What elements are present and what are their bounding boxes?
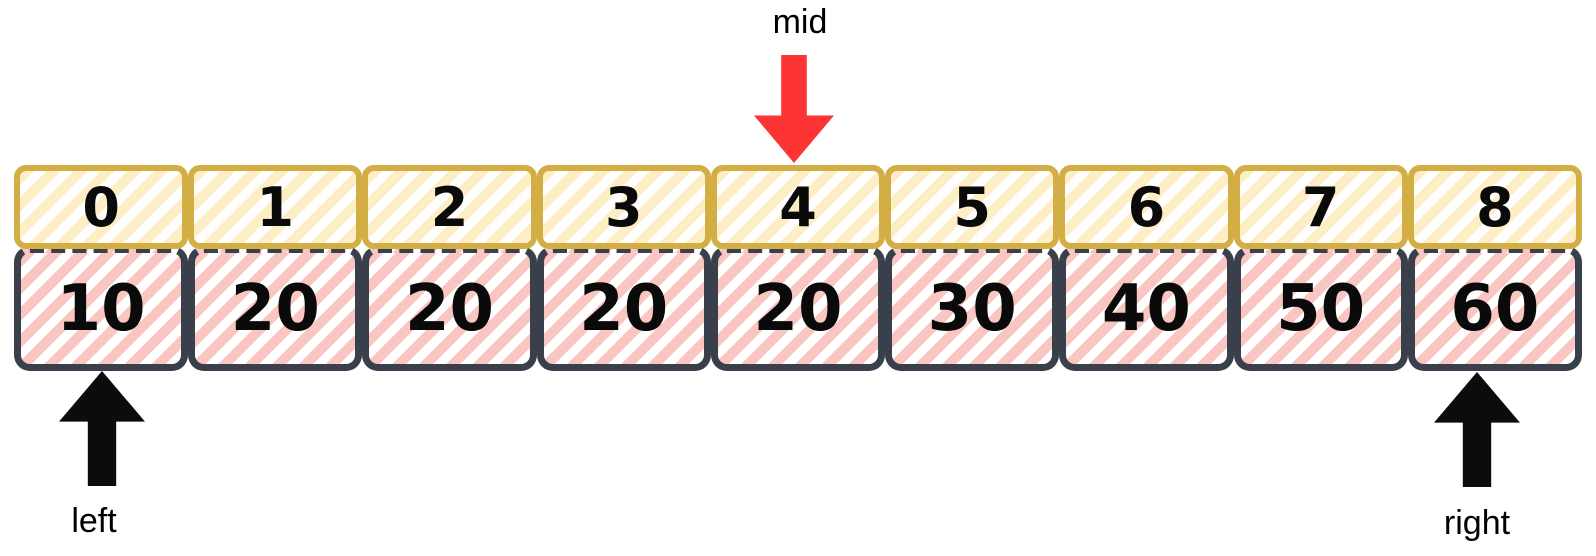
- array: 0 10 1 20 2 20 3 20 4 20 5 30 6 40 7 50: [14, 165, 1582, 371]
- index-cell: 8: [1407, 165, 1582, 249]
- value-cell: 40: [1059, 246, 1234, 371]
- index-cell: 4: [710, 165, 886, 249]
- value-cell: 30: [885, 246, 1060, 371]
- value-cell: 20: [362, 246, 537, 371]
- value-cell: 60: [1407, 246, 1582, 371]
- right-pointer-label: right: [1443, 504, 1511, 542]
- value-cell: 50: [1233, 246, 1408, 371]
- array-column: 2 20: [362, 165, 537, 371]
- array-column: 1 20: [188, 165, 363, 371]
- right-pointer-up-arrow-icon: [1434, 372, 1520, 487]
- index-cell: 5: [885, 165, 1060, 249]
- index-cell: 2: [362, 165, 537, 249]
- value-cell: 20: [188, 246, 363, 371]
- value-cell: 10: [14, 246, 189, 371]
- array-column: 6 40: [1059, 165, 1234, 371]
- array-column: 3 20: [536, 165, 711, 371]
- array-column: 8 60: [1407, 165, 1582, 371]
- mid-pointer-label: mid: [772, 3, 828, 41]
- array-column: 7 50: [1233, 165, 1408, 371]
- left-pointer-label: left: [71, 502, 117, 540]
- index-cell: 6: [1059, 165, 1234, 249]
- index-cell: 7: [1233, 165, 1408, 249]
- mid-pointer-down-arrow-icon: [754, 55, 834, 163]
- array-column: 0 10: [14, 165, 189, 371]
- index-cell: 0: [14, 165, 189, 249]
- left-pointer-up-arrow-icon: [59, 371, 145, 486]
- value-cell: 20: [536, 246, 711, 371]
- index-cell: 1: [188, 165, 363, 249]
- array-column: 4 20: [710, 165, 886, 371]
- index-cell: 3: [536, 165, 711, 249]
- value-cell: 20: [710, 246, 886, 371]
- array-column: 5 30: [885, 165, 1060, 371]
